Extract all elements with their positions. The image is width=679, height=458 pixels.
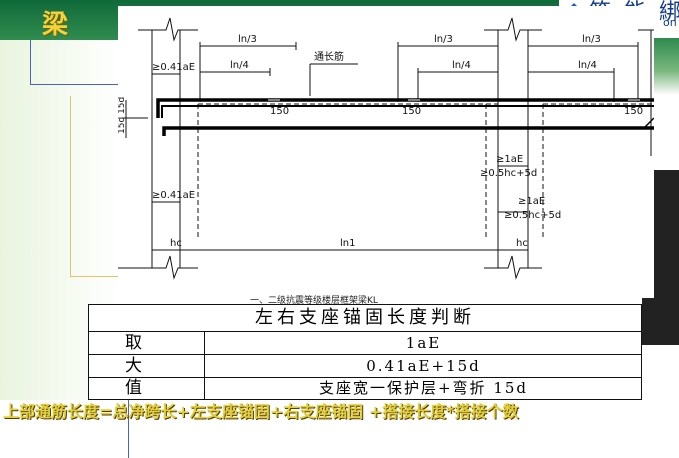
table-divider [89,377,641,378]
dim-hc-left: hc [170,238,182,249]
dim-ln3-right: ln/3 [582,34,601,45]
decorative-vertical-line [30,40,31,85]
beam-rebar-svg: ln/3 ln/4 ln/3 ln/4 ln/3 ln/4 通长筋 150 15… [117,17,655,280]
decorative-yellow-horizontal [70,276,120,277]
table-row-label: 值 [89,377,205,399]
decorative-yellow-vertical [70,96,71,276]
drawing-caption: 一、二级抗震等级楼层框架梁KL [250,296,378,306]
mid-anchor-label-1: ≥1aE [496,154,523,165]
anchor-bottom-label: ≥0.41aE [152,190,195,201]
beam-rebar-drawing: ln/3 ln/4 ln/3 ln/4 ln/3 ln/4 通长筋 150 15… [117,6,655,298]
mid-anchor-label-3: ≥1aE [518,196,545,207]
dim-ln3-mid: ln/3 [434,34,453,45]
table-row-value: 1aE [405,334,442,352]
table-heading: 左右支座锚固长度判断 [89,305,641,332]
dim-ln4-mid: ln/4 [452,60,471,71]
dim-ln1: ln1 [340,238,355,249]
lap-label-2: 150 [402,106,421,117]
table-row-label: 取 [89,332,205,354]
mid-anchor-label-2: ≥0.5hc+5d [480,168,537,179]
dim-ln4-left: ln/4 [230,60,249,71]
slide-title-char: 梁 [42,10,69,40]
table-row-label: 大 [89,355,205,377]
logo-subtext: on [663,16,677,29]
decorative-bottom-line [128,398,129,458]
vertical-15d-label: 15d 15d [118,97,127,134]
dim-ln3-left: ln/3 [238,34,257,45]
dim-ln4-right: ln/4 [578,60,597,71]
table-divider [89,354,641,355]
lap-label-3: 150 [624,106,643,117]
table-row-value: 0.41aE+15d [366,357,481,375]
mid-anchor-label-4: ≥0.5hc+5d [504,210,561,221]
lap-label-1: 150 [270,106,289,117]
table-row-value: 支座宽一保护层+弯折 15d [318,379,529,397]
formula-text: 上部通筋长度=总净跨长+左支座锚固+右支座锚固 +搭接长度*搭接个数 [3,402,519,421]
anchor-top-label: ≥0.41aE [152,62,195,73]
decorative-horizontal-line [30,84,120,85]
anchorage-table: 左右支座锚固长度判断 取 1aE 大 0.41aE+15d 值 支座宽一保护层+… [88,304,642,400]
through-bar-label: 通长筋 [314,50,344,63]
dim-hc-right: hc [516,238,528,249]
